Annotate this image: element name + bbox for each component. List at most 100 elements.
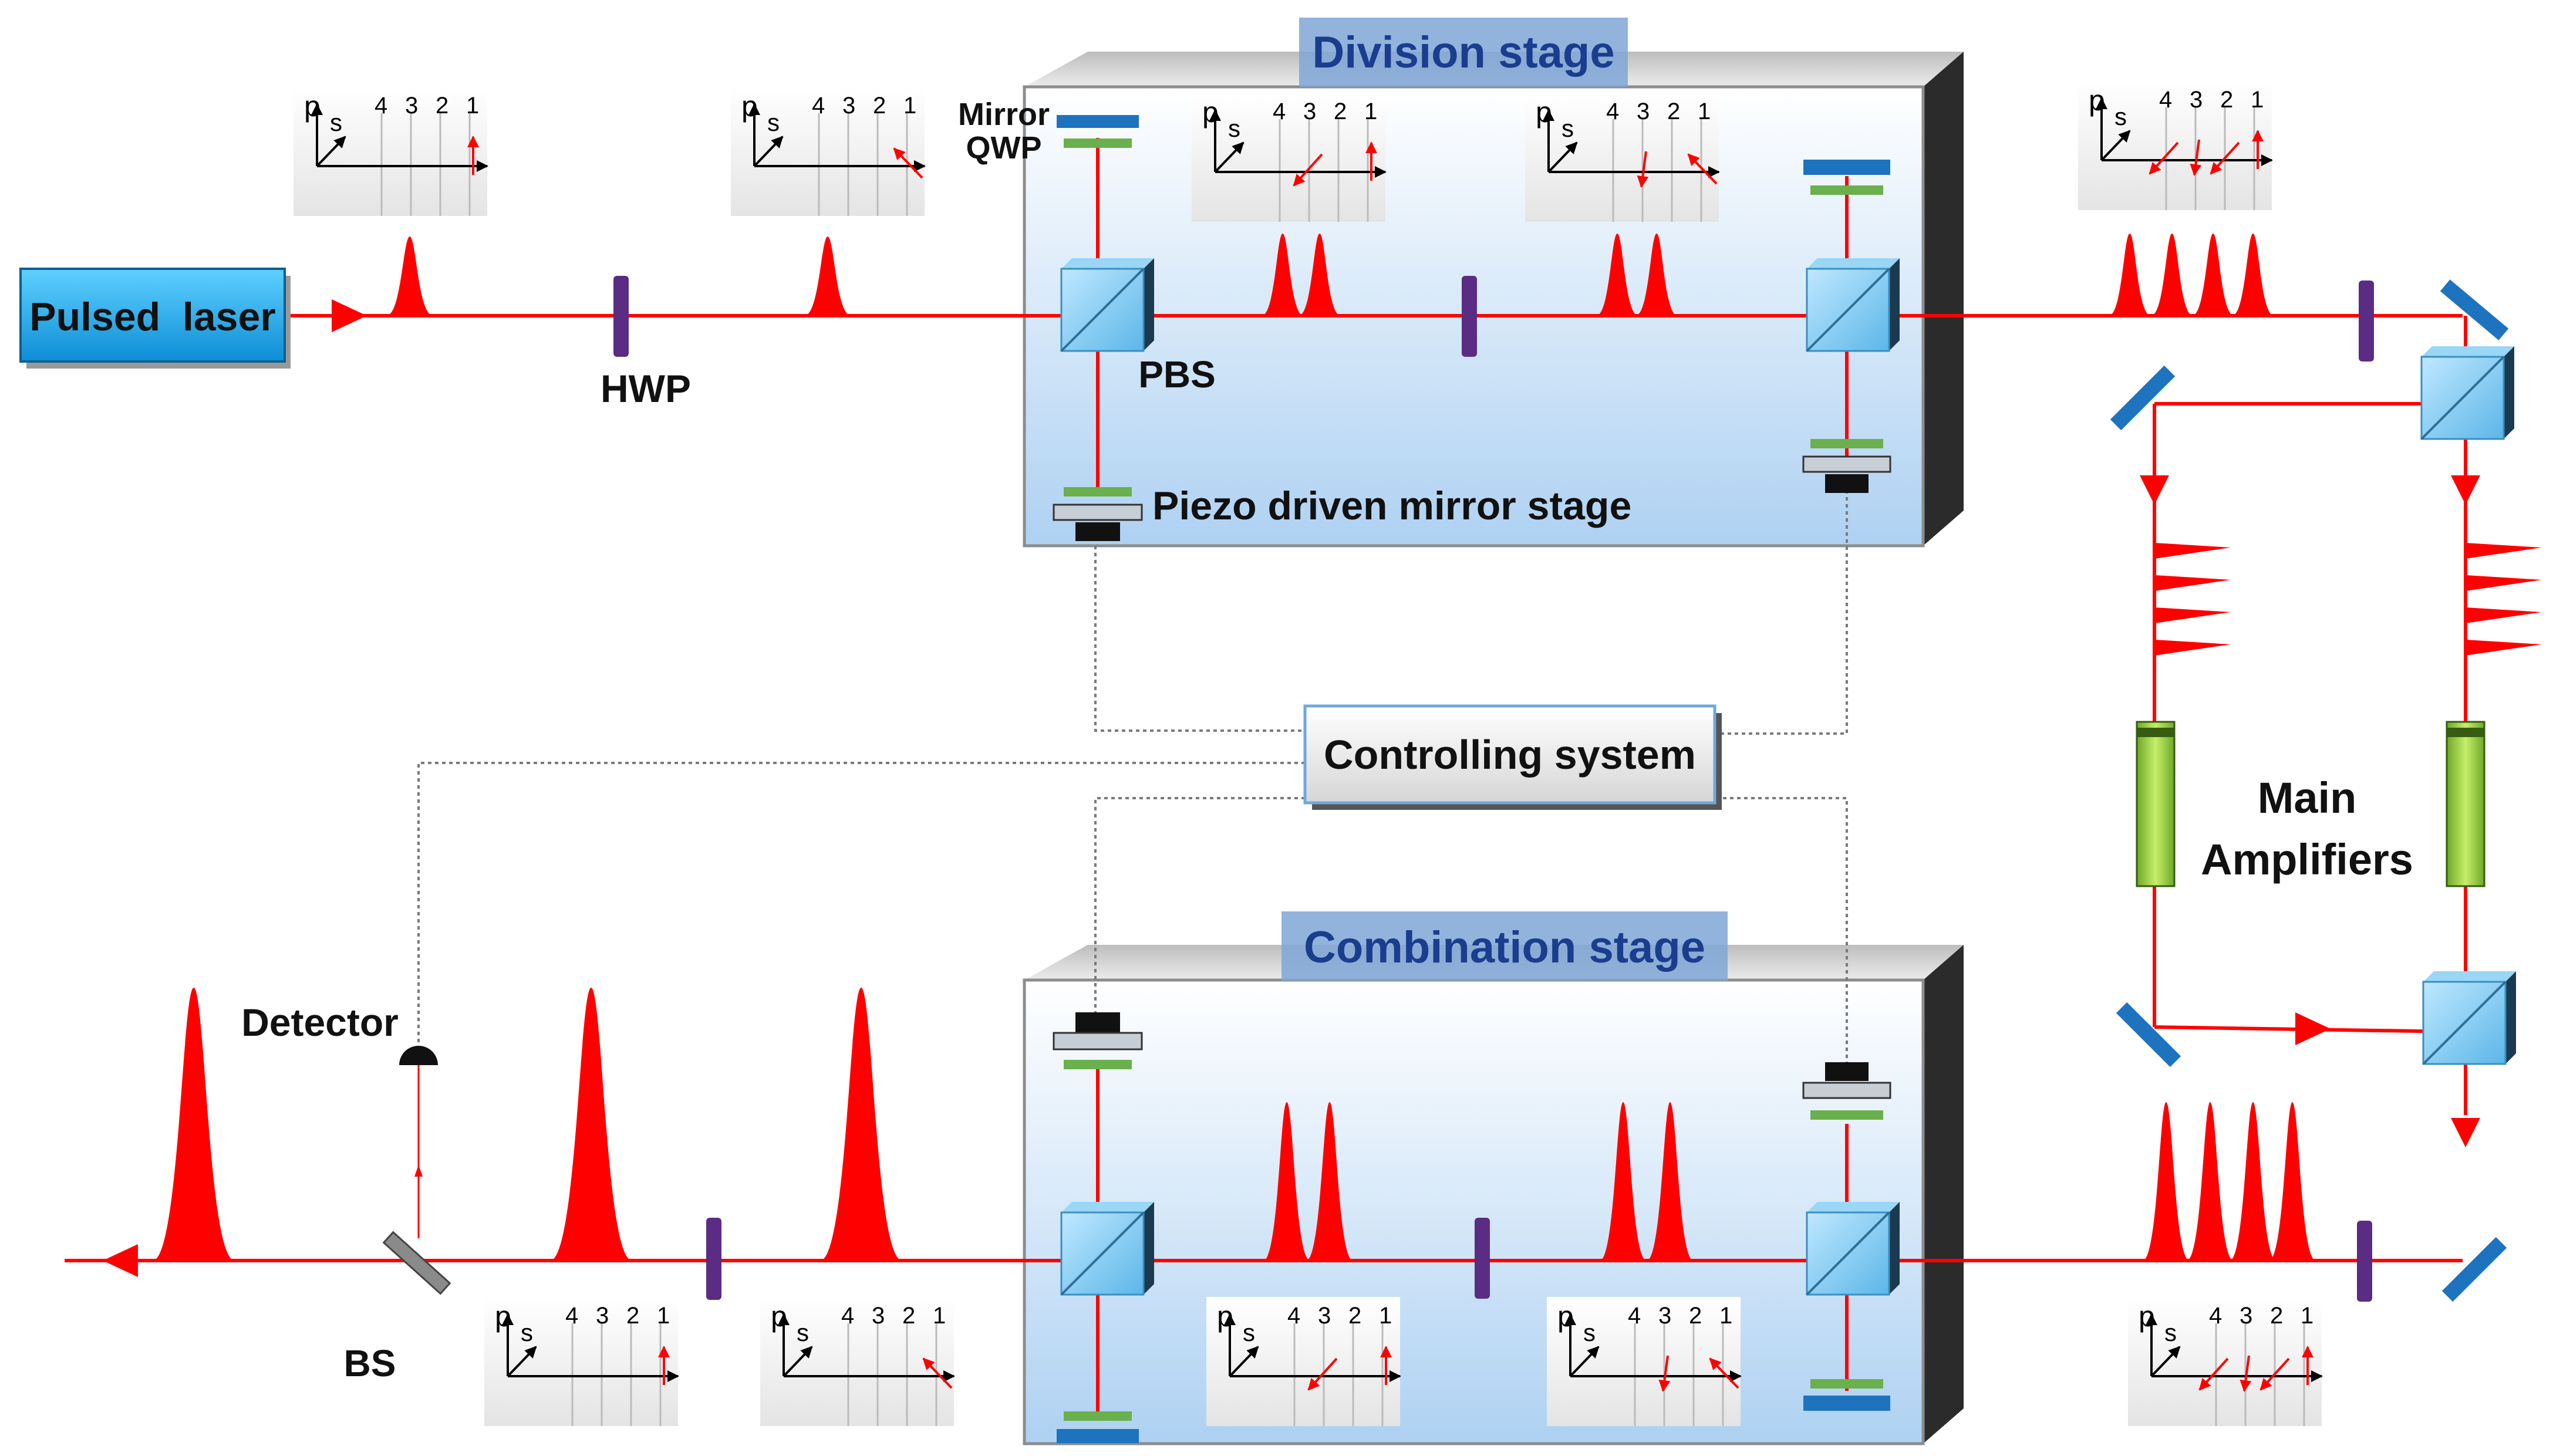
polarization-arrow — [2259, 1357, 2290, 1391]
inset-p-label: p — [1202, 96, 1219, 129]
inset-p-label: p — [1557, 1300, 1574, 1333]
detector-icon — [399, 1046, 438, 1065]
inset-s-label: s — [797, 1319, 809, 1346]
polarization-arrow — [1687, 153, 1718, 185]
steering-mirrors — [2110, 279, 2509, 1302]
bs-label: BS — [344, 1342, 396, 1384]
beam-arrows — [103, 299, 2480, 1277]
inset-channel-label: 3 — [842, 93, 855, 119]
polarization-arrow — [1658, 1355, 1671, 1392]
pulse — [804, 237, 851, 316]
inset-s-label: s — [1228, 114, 1240, 142]
amplified-pulse-comb — [2466, 543, 2542, 672]
polarization-arrow — [2240, 1355, 2252, 1392]
inset-channel-label: 3 — [1318, 1303, 1331, 1329]
pulsed-laser-box: Pulsed laser — [19, 268, 291, 369]
pulse — [1263, 1102, 1310, 1261]
pulse-trains — [153, 234, 2542, 1261]
inset-channel-label: 4 — [1606, 99, 1619, 124]
beam-splitter-icon — [382, 1231, 451, 1295]
half-wave-plates — [613, 276, 2374, 1302]
pulse — [2232, 234, 2274, 316]
amplifier-rods — [2136, 721, 2485, 887]
inset-channel-label: 2 — [873, 93, 886, 119]
inset-channel-label: 2 — [626, 1303, 639, 1329]
polarization-arrow — [1709, 1357, 1739, 1389]
pulse — [386, 237, 433, 316]
inset-channel-label: 3 — [405, 93, 418, 119]
pulse — [2143, 1102, 2190, 1261]
polarization-arrow — [1637, 151, 1649, 188]
pulse — [820, 988, 902, 1261]
division-mirrors — [1053, 115, 1891, 541]
control-wires — [417, 490, 1848, 1065]
polarization-arrow — [893, 147, 923, 179]
inset-channel-label: 4 — [1628, 1303, 1641, 1329]
inset-channel-label: 3 — [872, 1303, 885, 1329]
inset-s-label: s — [330, 109, 342, 136]
inset-p-label: p — [495, 1300, 511, 1333]
amplified-pulse-comb — [2154, 543, 2231, 672]
inset-p-label: p — [1217, 1300, 1233, 1333]
inset-channel-label: 1 — [657, 1303, 670, 1329]
combination-stage-title: Combination stage — [1281, 911, 1728, 981]
inset-p-label: p — [771, 1300, 787, 1333]
pbs-label: PBS — [1138, 353, 1216, 396]
inset-channel-label: 4 — [2159, 87, 2172, 113]
inset-channel-label: 2 — [1348, 1303, 1361, 1329]
inset-channel-label: 1 — [1364, 99, 1377, 124]
inset-channel-label: 3 — [1303, 99, 1316, 124]
inset-p-label: p — [1536, 96, 1552, 129]
inset-channel-label: 1 — [933, 1303, 946, 1329]
inset-channel-label: 2 — [2270, 1303, 2283, 1329]
polarization-arrow — [1293, 153, 1323, 187]
inset-s-label: s — [1243, 1319, 1255, 1346]
inset-channel-label: 2 — [1334, 99, 1347, 124]
division-stage-title: Division stage — [1299, 18, 1628, 87]
piezo-label: Piezo driven mirror stage — [1152, 484, 1631, 528]
inset-channel-label: 4 — [1287, 1303, 1300, 1329]
polarization-arrow — [922, 1357, 953, 1389]
pulse — [1600, 1102, 1647, 1261]
inset-channel-label: 2 — [1667, 99, 1680, 124]
inset-p-label: p — [2139, 1300, 2155, 1333]
pulse — [1299, 234, 1341, 316]
combination-mirrors — [1053, 1012, 1891, 1443]
main-amplifiers-label-2: Amplifiers — [2201, 835, 2413, 884]
pulse — [1635, 234, 1678, 316]
inset-channel-label: 1 — [1719, 1303, 1732, 1329]
inset-channel-label: 1 — [2251, 87, 2264, 113]
inset-s-label: s — [1562, 114, 1574, 142]
inset-channel-label: 4 — [2209, 1303, 2222, 1329]
main-amplifiers-label-1: Main — [2258, 773, 2357, 822]
inset-p-label: p — [741, 90, 758, 123]
inset-channel-label: 2 — [2220, 87, 2233, 113]
pulse — [2151, 234, 2193, 316]
inset-channel-label: 1 — [2301, 1303, 2313, 1329]
inset-channel-label: 3 — [2190, 87, 2203, 113]
inset-channel-label: 1 — [903, 93, 916, 119]
inset-s-label: s — [2114, 103, 2127, 130]
inset-channel-label: 4 — [812, 93, 825, 119]
polarization-arrow — [2210, 141, 2240, 175]
svg-text:Combination stage: Combination stage — [1304, 923, 1705, 972]
pulse — [1306, 1102, 1353, 1261]
pulse — [1647, 1102, 1694, 1261]
pulse — [2192, 234, 2234, 316]
combination-stage-box — [1023, 945, 1964, 1445]
pulse — [550, 988, 632, 1261]
controlling-system-box: Controlling system — [1303, 704, 1722, 810]
pbs-cubes — [1060, 258, 2516, 1296]
svg-text:Controlling system: Controlling system — [1324, 732, 1696, 778]
